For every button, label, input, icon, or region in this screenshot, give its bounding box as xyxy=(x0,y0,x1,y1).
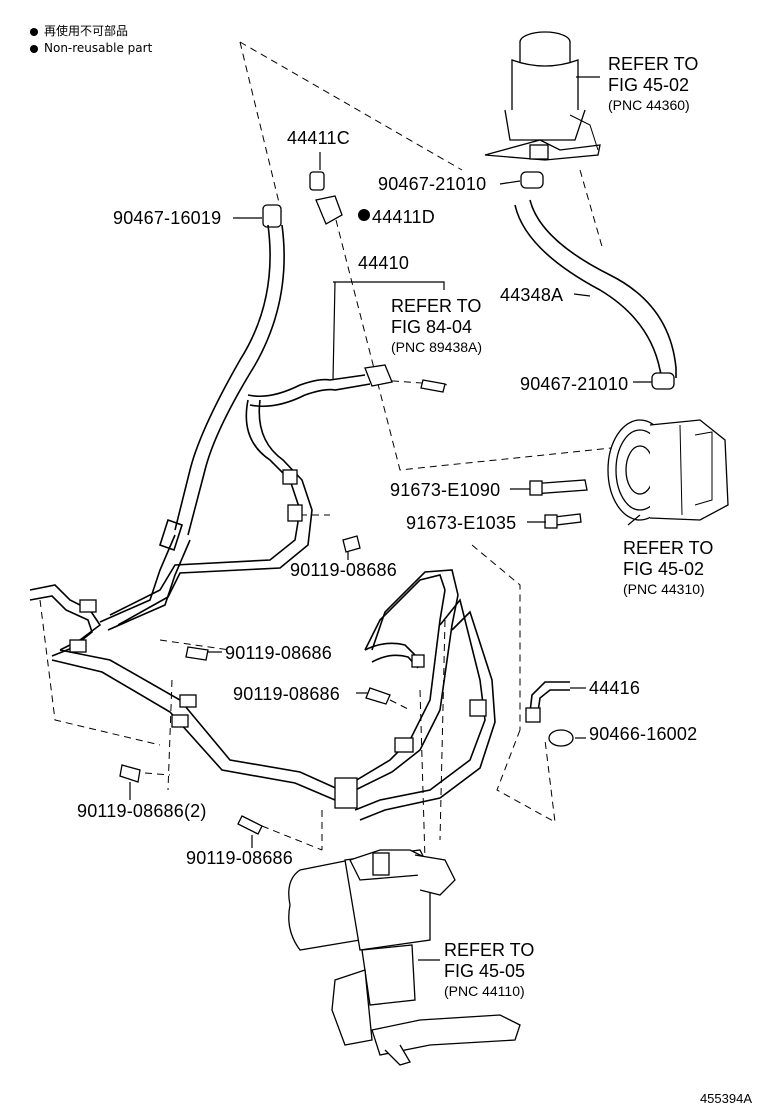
refer-line1: REFER TO xyxy=(623,538,714,558)
part-label-90119-08686-c[interactable]: 90119-08686 xyxy=(233,684,340,704)
part-label-90119-08686-d[interactable]: 90119-08686 xyxy=(186,848,293,868)
part-label-90119-08686-b[interactable]: 90119-08686 xyxy=(225,643,332,663)
part-label-44411d[interactable]: 44411D xyxy=(372,207,435,227)
steering-gear-box-drawing xyxy=(288,849,521,1066)
legend-non-reusable-en: Non-reusable part xyxy=(30,41,152,55)
refer-to-fig-45-02-reservoir[interactable]: REFER TO FIG 45-02 (PNC 44360) xyxy=(608,54,698,114)
part-label-91673-e1035[interactable]: 91673-E1035 xyxy=(406,513,517,533)
part-label-90467-16019[interactable]: 90467-16019 xyxy=(113,208,222,228)
figure-id: 455394A xyxy=(699,1091,752,1106)
part-label-44348a[interactable]: 44348A xyxy=(500,285,564,305)
refer-to-fig-45-05[interactable]: REFER TO FIG 45-05 (PNC 44110) xyxy=(444,940,534,1000)
refer-line3: (PNC 44110) xyxy=(444,983,525,999)
refer-line3: (PNC 44360) xyxy=(608,97,690,113)
part-label-90467-21010-mid[interactable]: 90467-21010 xyxy=(520,374,629,394)
part-label-90467-21010-top[interactable]: 90467-21010 xyxy=(378,174,487,194)
refer-line1: REFER TO xyxy=(444,940,535,960)
legend-non-reusable-jp: 再使用不可部品 xyxy=(30,24,128,38)
refer-line2: FIG 45-05 xyxy=(444,961,526,981)
part-label-90466-16002[interactable]: 90466-16002 xyxy=(589,724,698,744)
hose-clamps-upper xyxy=(262,171,544,228)
return-hose-44348a xyxy=(514,199,677,390)
refer-line2: FIG 84-04 xyxy=(391,317,473,337)
bullet-icon xyxy=(30,27,38,36)
leader-lines xyxy=(129,76,652,961)
refer-line2: FIG 45-02 xyxy=(623,559,705,579)
reservoir-tank-drawing xyxy=(484,31,601,161)
refer-line1: REFER TO xyxy=(391,296,482,316)
bullet-icon xyxy=(30,44,38,53)
part-label-90119-08686-a[interactable]: 90119-08686 xyxy=(290,560,397,580)
refer-to-fig-45-02-pump[interactable]: REFER TO FIG 45-02 (PNC 44310) xyxy=(623,538,713,598)
dashed-guide-lines xyxy=(39,41,641,861)
part-label-44411c[interactable]: 44411C xyxy=(287,128,350,148)
pressure-hose-assembly-44410 xyxy=(29,224,496,821)
legend-text-en: Non-reusable part xyxy=(44,41,153,55)
pipe-44416-and-clamp xyxy=(525,681,574,747)
legend-text-jp: 再使用不可部品 xyxy=(44,24,129,38)
bolts xyxy=(119,379,446,835)
refer-line3: (PNC 89438A) xyxy=(391,339,483,355)
refer-line1: REFER TO xyxy=(608,54,699,74)
refer-to-fig-84-04[interactable]: REFER TO FIG 84-04 (PNC 89438A) xyxy=(391,296,482,356)
refer-line2: FIG 45-02 xyxy=(608,75,690,95)
part-label-44410[interactable]: 44410 xyxy=(358,253,410,273)
refer-line3: (PNC 44310) xyxy=(623,581,705,597)
part-label-91673-e1090[interactable]: 91673-E1090 xyxy=(390,480,501,500)
part-label-90119-08686-2[interactable]: 90119-08686(2) xyxy=(77,801,207,821)
power-steering-pump-drawing xyxy=(529,419,729,529)
part-label-44416[interactable]: 44416 xyxy=(589,678,641,698)
